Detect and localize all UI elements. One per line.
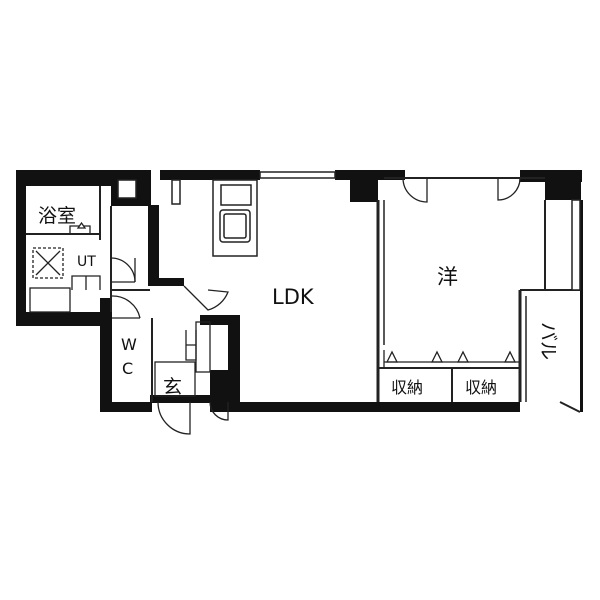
room-labels: 浴室 UT W C 玄 LDK 洋 収納 収納 — [38, 205, 497, 398]
kitchen-sink-inner — [223, 213, 247, 239]
storage-arrow-icon-1 — [385, 350, 399, 363]
windows — [259, 171, 581, 291]
label-wc-c: C — [122, 359, 133, 378]
wall-top-ldk — [160, 170, 260, 180]
kitchen-sink — [219, 209, 251, 243]
label-bath: 浴室 — [38, 205, 76, 227]
western-window — [571, 199, 581, 291]
label-utility: UT — [77, 254, 96, 270]
ldk-window — [259, 171, 336, 179]
washbasin — [29, 287, 71, 313]
kitchen — [212, 179, 258, 257]
wall-top-left — [16, 170, 111, 186]
wall-ldk-left-step — [148, 278, 184, 286]
wall-column-mid — [350, 170, 378, 202]
label-storage-2: 収納 — [465, 378, 497, 397]
wall-wc-left — [100, 298, 112, 412]
storage-arrow-icon-2 — [430, 350, 444, 363]
partitions — [26, 177, 581, 413]
fixtures — [29, 221, 229, 435]
wall-shoe-bottom — [210, 370, 240, 412]
shoe-cabinet-doors — [185, 330, 197, 361]
kitchen-counter — [212, 179, 258, 257]
washer-x2 — [35, 250, 61, 276]
entrance-step — [154, 361, 196, 397]
wall-left — [16, 170, 26, 326]
wc-door-swing — [111, 295, 141, 319]
western-door-right — [497, 177, 521, 201]
wall-bottom-left — [16, 312, 111, 326]
storage-arrow-icon-4 — [503, 350, 517, 363]
storage-arrow-icon-3 — [456, 350, 470, 363]
pipe-shaft-2 — [171, 179, 181, 205]
wall-ldk-left — [148, 205, 159, 285]
wall-right-thin — [580, 200, 583, 412]
ldk-door — [183, 285, 229, 311]
western-fixtures — [383, 177, 521, 368]
western-door-left — [402, 177, 428, 203]
balcony-corner — [559, 401, 581, 413]
washer-space — [32, 247, 64, 279]
wall-corner-right — [545, 170, 581, 200]
ut-folding-door — [71, 275, 101, 290]
label-storage-1: 収納 — [391, 378, 423, 397]
pipe-shaft — [117, 179, 137, 199]
wall-bottom — [238, 402, 520, 412]
label-wc-w: W — [121, 335, 137, 354]
label-western: 洋 — [437, 265, 458, 289]
wall-wc-bottom — [100, 402, 152, 412]
wall-entrance-bottom — [150, 395, 210, 403]
wall-shoe-top — [200, 315, 240, 325]
label-entrance: 玄 — [163, 376, 182, 398]
label-balcony: バル — [537, 322, 559, 360]
label-ldk: LDK — [272, 285, 315, 309]
entrance-door-small — [209, 401, 229, 421]
entrance-door — [157, 401, 191, 435]
ut-hall-door-swing — [110, 257, 136, 283]
cooktop — [220, 184, 252, 206]
bath-door-arrow-icon — [76, 221, 87, 229]
shoe-cabinet — [195, 321, 211, 373]
